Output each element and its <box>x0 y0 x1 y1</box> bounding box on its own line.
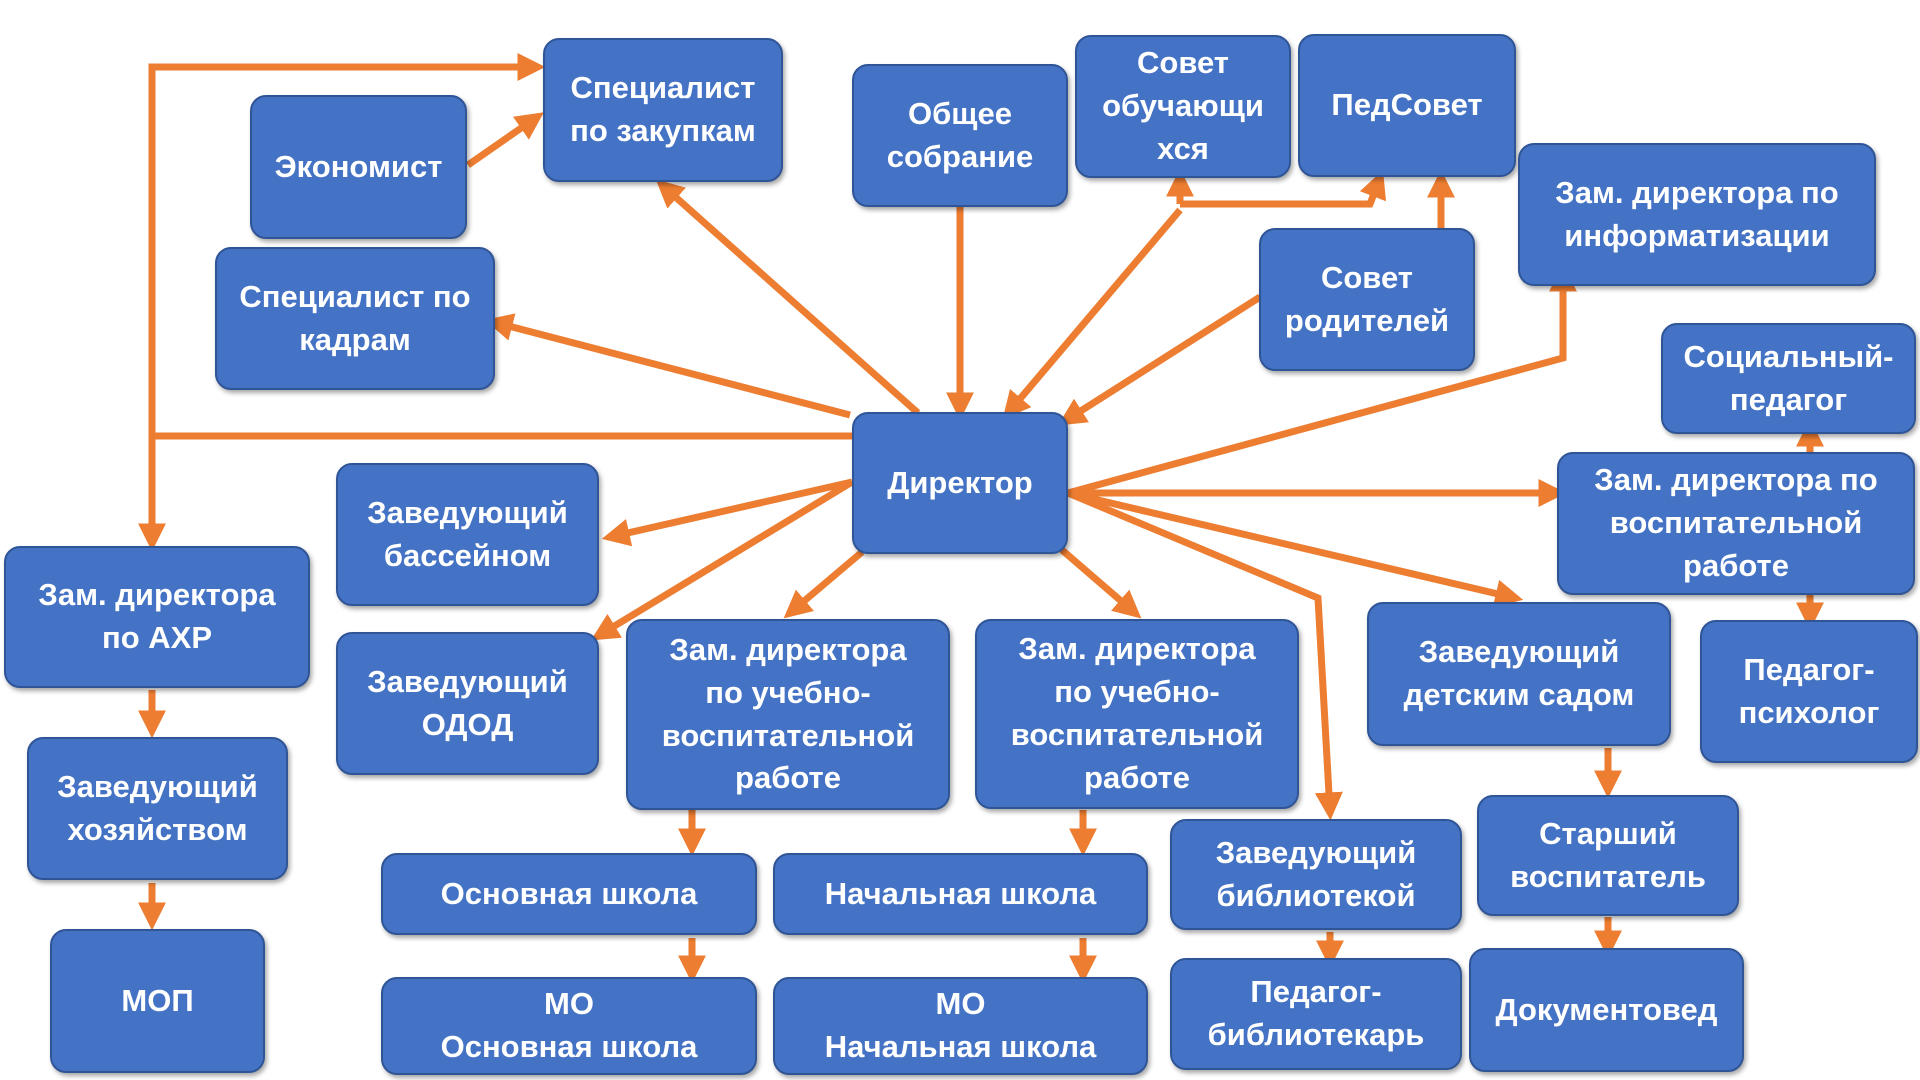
arrow-director-to-pool <box>601 478 853 547</box>
node-deputy-edu-1: Зам. директора по учебно- воспитательной… <box>626 619 950 810</box>
node-senior-educator: Старший воспитатель <box>1477 795 1739 916</box>
node-household-head: Заведующий хозяйством <box>27 737 288 880</box>
node-procurement-specialist: Специалист по закупкам <box>543 38 783 182</box>
arrow-economist-to-procurement <box>466 112 544 168</box>
node-director: Директор <box>852 412 1068 554</box>
node-deputy-ahr: Зам. директора по АХР <box>4 546 310 688</box>
arrow-director-to-hr <box>484 313 851 419</box>
node-kindergarten-head: Заведующий детским садом <box>1367 602 1671 746</box>
arrow-parents-to-councils <box>1180 170 1387 208</box>
node-deputy-it: Зам. директора по информатизации <box>1518 143 1876 286</box>
arrow-director-to-odod <box>590 479 854 641</box>
node-parents-council: Совет родителей <box>1259 228 1475 371</box>
node-deputy-upbringing: Зам. директора по воспитательной работе <box>1557 452 1915 595</box>
node-social-pedagogue: Социальный- педагог <box>1661 323 1916 434</box>
node-primary-school: Начальная школа <box>773 853 1148 935</box>
arrow-director-to-procurement <box>655 179 921 416</box>
node-mop: МОП <box>50 929 265 1073</box>
arrow-student-council-to-director <box>1002 207 1183 420</box>
node-student-council: Совет обучающи хся <box>1075 35 1291 178</box>
node-records-clerk: Документовед <box>1469 948 1744 1072</box>
node-pool-head: Заведующий бассейном <box>336 463 599 606</box>
arrow-director-to-deputy-edu-1 <box>783 549 865 619</box>
node-librarian: Педагог- библиотекарь <box>1170 958 1462 1070</box>
node-hr-specialist: Специалист по кадрам <box>215 247 495 390</box>
arrow-director-to-kindergarten <box>1067 489 1524 608</box>
node-psychologist: Педагог- психолог <box>1700 620 1918 763</box>
node-library-head: Заведующий библиотекой <box>1170 819 1462 930</box>
arrow-director-to-deputy-edu-2 <box>1059 547 1142 619</box>
node-main-school: Основная школа <box>381 853 757 935</box>
node-economist: Экономист <box>250 95 467 239</box>
node-odod-head: Заведующий ОДОД <box>336 632 599 775</box>
arrow-parents-council-to-director <box>1057 294 1262 426</box>
node-mo-primary-school: МО Начальная школа <box>773 977 1148 1075</box>
node-deputy-edu-2: Зам. директора по учебно- воспитательной… <box>975 619 1299 809</box>
node-general-assembly: Общее собрание <box>852 64 1068 207</box>
node-mo-main-school: МО Основная школа <box>381 977 757 1075</box>
node-ped-council: ПедСовет <box>1298 34 1516 177</box>
